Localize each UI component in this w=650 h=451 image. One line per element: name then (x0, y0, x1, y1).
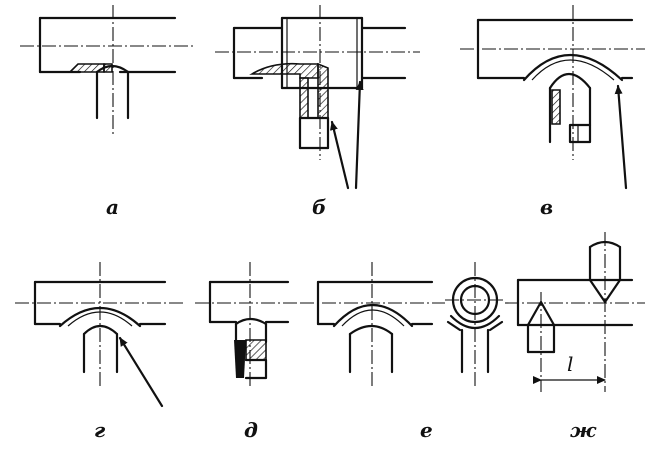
label-panel-e: е (420, 418, 433, 442)
panel-zh-drawing (445, 232, 645, 392)
panel-d-drawing (195, 262, 300, 388)
panel-g-drawing (15, 262, 185, 408)
panel-e-drawing (300, 262, 445, 388)
label-panel-a: а (106, 195, 119, 219)
label-panel-d: д (244, 418, 258, 442)
panel-b-drawing (215, 5, 420, 190)
panel-a-drawing (20, 5, 195, 135)
label-panel-b: б (312, 195, 327, 219)
label-panel-zh: ж (570, 418, 597, 442)
panel-v-drawing (460, 5, 645, 190)
dimension-label-l: l (567, 352, 574, 376)
label-panel-g: г (94, 418, 106, 442)
label-panel-v: в (540, 195, 554, 219)
